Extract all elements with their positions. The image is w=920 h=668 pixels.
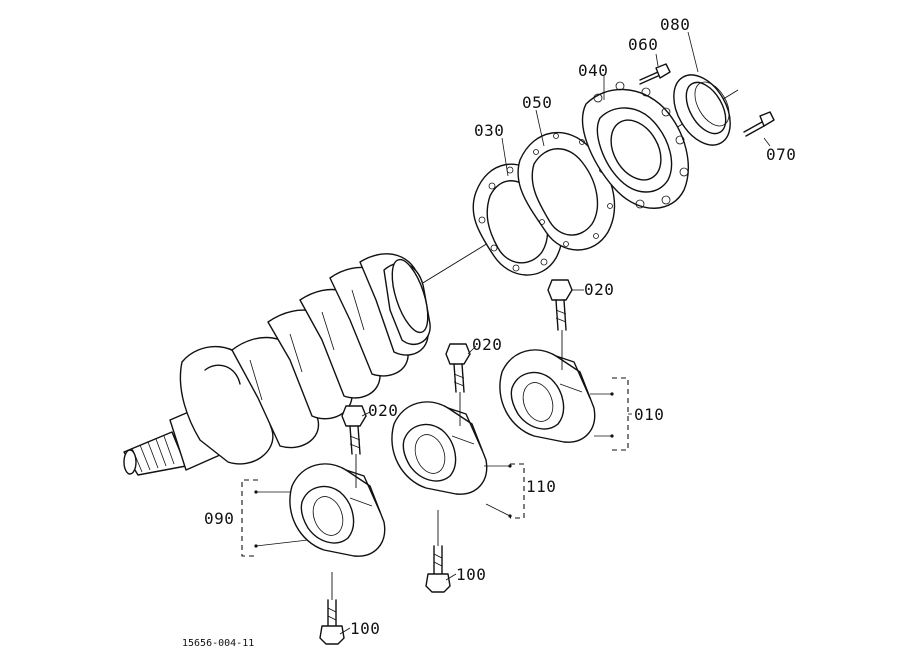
- callout-020-left: 020: [368, 401, 398, 420]
- callout-090: 090: [204, 509, 234, 528]
- bolt-020-right: [547, 279, 573, 370]
- document-number: 15656-004-11: [182, 638, 254, 649]
- callout-080: 080: [660, 15, 690, 34]
- bolt-100-left: [319, 572, 345, 645]
- callout-060: 060: [628, 35, 658, 54]
- callout-110: 110: [526, 477, 556, 496]
- callout-100-middle: 100: [456, 565, 486, 584]
- bearing-case-010: [499, 349, 596, 443]
- gasket-050: [517, 131, 616, 251]
- callout-100-left: 100: [350, 619, 380, 638]
- leader-lines: [339, 31, 771, 635]
- callout-010: 010: [634, 405, 664, 424]
- bolt-020-left: [341, 405, 367, 488]
- callout-040: 040: [578, 61, 608, 80]
- bolt-100-middle: [425, 510, 451, 593]
- callout-050: 050: [522, 93, 552, 112]
- crankshaft: [123, 253, 431, 476]
- bracket-090: [241, 479, 309, 557]
- bracket-010: [590, 377, 632, 451]
- callout-070: 070: [766, 145, 796, 164]
- callout-020-middle: 020: [472, 335, 502, 354]
- bearing-case-090: [289, 463, 386, 557]
- bolt-070: [743, 111, 775, 137]
- seal-case-040: [581, 81, 689, 209]
- oil-seal-080: [673, 74, 731, 146]
- callout-020-right: 020: [584, 280, 614, 299]
- bearing-case-110: [391, 401, 488, 495]
- bolt-020-middle: [445, 343, 471, 426]
- callout-030: 030: [474, 121, 504, 140]
- bolt-060: [639, 63, 671, 85]
- bracket-110: [484, 463, 525, 519]
